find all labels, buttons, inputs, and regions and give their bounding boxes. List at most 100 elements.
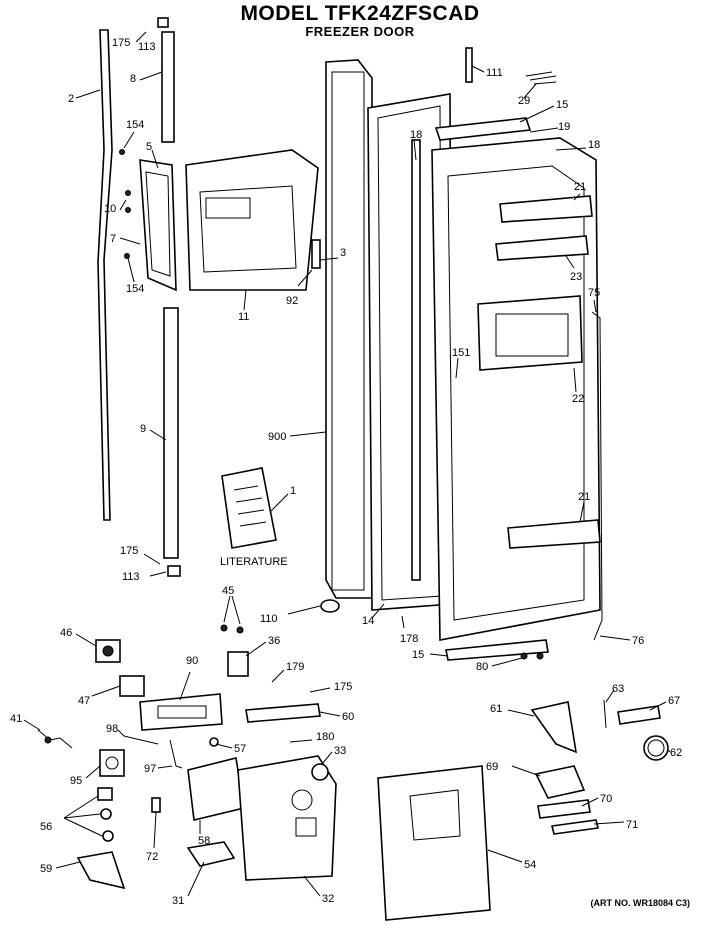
callout-c32: 32: [322, 893, 334, 905]
callout-c3: 3: [340, 247, 346, 259]
part-71-rod: [551, 819, 599, 835]
callout-c75: 75: [588, 287, 600, 299]
part-21-shelf-bottom: [507, 519, 601, 549]
part-45-screws: [220, 624, 244, 634]
callout-c175a: 175: [112, 37, 130, 49]
callout-c46: 46: [60, 627, 72, 639]
callout-c22: 22: [572, 393, 584, 405]
part-2-handle-trim: [97, 29, 113, 521]
callout-c71: 71: [626, 819, 638, 831]
part-98-spring: [123, 735, 159, 745]
part-47-switch: [119, 675, 145, 697]
callout-c57: 57: [234, 743, 246, 755]
callout-c2: 2: [68, 93, 74, 105]
part-900-door-panel: [325, 59, 373, 599]
callout-c113b: 113: [122, 571, 140, 583]
callout-c21b: 21: [578, 491, 590, 503]
callout-c175b: 175: [120, 545, 138, 557]
part-21-shelf-top: [499, 195, 593, 223]
door-liner: [431, 137, 601, 641]
part-23-shelf: [495, 235, 589, 261]
callout-c62: 62: [670, 747, 682, 759]
callout-c67: 67: [668, 695, 680, 707]
callout-c90: 90: [186, 655, 198, 667]
part-59-drip-tray: [76, 851, 126, 890]
callout-c70: 70: [600, 793, 612, 805]
part-46-knob: [95, 639, 121, 663]
callout-c151: 151: [452, 347, 470, 359]
callout-c18b: 18: [588, 139, 600, 151]
part-8-trim-strip: [161, 31, 175, 143]
callout-c72: 72: [146, 851, 158, 863]
part-15-bottom-trim: [445, 639, 549, 661]
callout-c18a: 18: [410, 129, 422, 141]
callout-c45: 45: [222, 585, 234, 597]
literature-label: LITERATURE: [220, 556, 288, 568]
part-61-chute: [530, 701, 578, 754]
callout-c175c: 175: [334, 681, 352, 693]
callout-c33: 33: [334, 745, 346, 757]
part-5-handle: [139, 159, 177, 292]
callout-c80: 80: [476, 661, 488, 673]
part-97-clip: [169, 739, 183, 769]
part-113-end-cap-bottom: [167, 565, 181, 577]
callout-c5: 5: [146, 141, 152, 153]
callout-c58: 58: [198, 835, 210, 847]
screws-154-10: [119, 149, 131, 259]
callout-c47: 47: [78, 695, 90, 707]
part-57-grommet: [209, 737, 219, 747]
callout-c56: 56: [40, 821, 52, 833]
callout-c15a: 15: [556, 99, 568, 111]
callout-c10: 10: [104, 203, 116, 215]
part-62-ring: [643, 735, 669, 761]
part-95-solenoid: [99, 749, 125, 777]
callout-c14: 14: [362, 615, 374, 627]
callout-c178: 178: [400, 633, 418, 645]
callout-c63: 63: [612, 683, 624, 695]
callout-c11: 11: [238, 311, 249, 323]
part-70-actuator: [537, 799, 591, 819]
callout-c59: 59: [40, 863, 52, 875]
callout-c179: 179: [286, 661, 304, 673]
callout-c180: 180: [316, 731, 334, 743]
part-76-wire: [591, 311, 603, 641]
callout-c76: 76: [632, 635, 644, 647]
callout-c110: 110: [260, 613, 278, 625]
callout-c31: 31: [172, 895, 184, 907]
callout-c36: 36: [268, 635, 280, 647]
callout-c92: 92: [286, 295, 298, 307]
callout-c7: 7: [110, 233, 116, 245]
callout-c95: 95: [70, 775, 82, 787]
art-number: (ART NO. WR18084 C3): [590, 898, 690, 908]
callout-c60: 60: [342, 711, 354, 723]
callout-c23: 23: [570, 271, 582, 283]
callout-c41: 41: [10, 713, 22, 725]
part-63-pin: [603, 699, 607, 729]
callout-c9: 9: [140, 423, 146, 435]
part-80-fasteners: [520, 652, 544, 660]
callout-c97: 97: [144, 763, 156, 775]
part-31-grille: [186, 841, 236, 867]
diagram-title: MODEL TFK24ZFSCAD: [240, 2, 480, 25]
part-69-funnel: [534, 765, 586, 799]
part-32-dispenser-body: [237, 755, 337, 881]
callout-c98: 98: [106, 723, 118, 735]
callout-c113a: 113: [138, 41, 156, 53]
callout-c15b: 15: [412, 649, 424, 661]
part-60-handle-bar: [245, 703, 321, 723]
part-41-lever: [37, 729, 73, 749]
part-9-lower-trim: [163, 307, 179, 559]
callout-c29: 29: [518, 95, 530, 107]
callout-c111: 111: [486, 67, 503, 79]
part-90-control-panel: [139, 693, 223, 731]
part-58-housing: [187, 757, 245, 821]
callout-c8: 8: [130, 73, 136, 85]
diagram-subtitle: FREEZER DOOR: [305, 24, 415, 39]
part-15-top-trim: [434, 117, 532, 141]
part-11-dispenser-frame: [185, 149, 319, 291]
callout-c900: 900: [268, 431, 286, 443]
part-110-cap: [320, 599, 340, 613]
part-72-clip: [151, 797, 161, 813]
